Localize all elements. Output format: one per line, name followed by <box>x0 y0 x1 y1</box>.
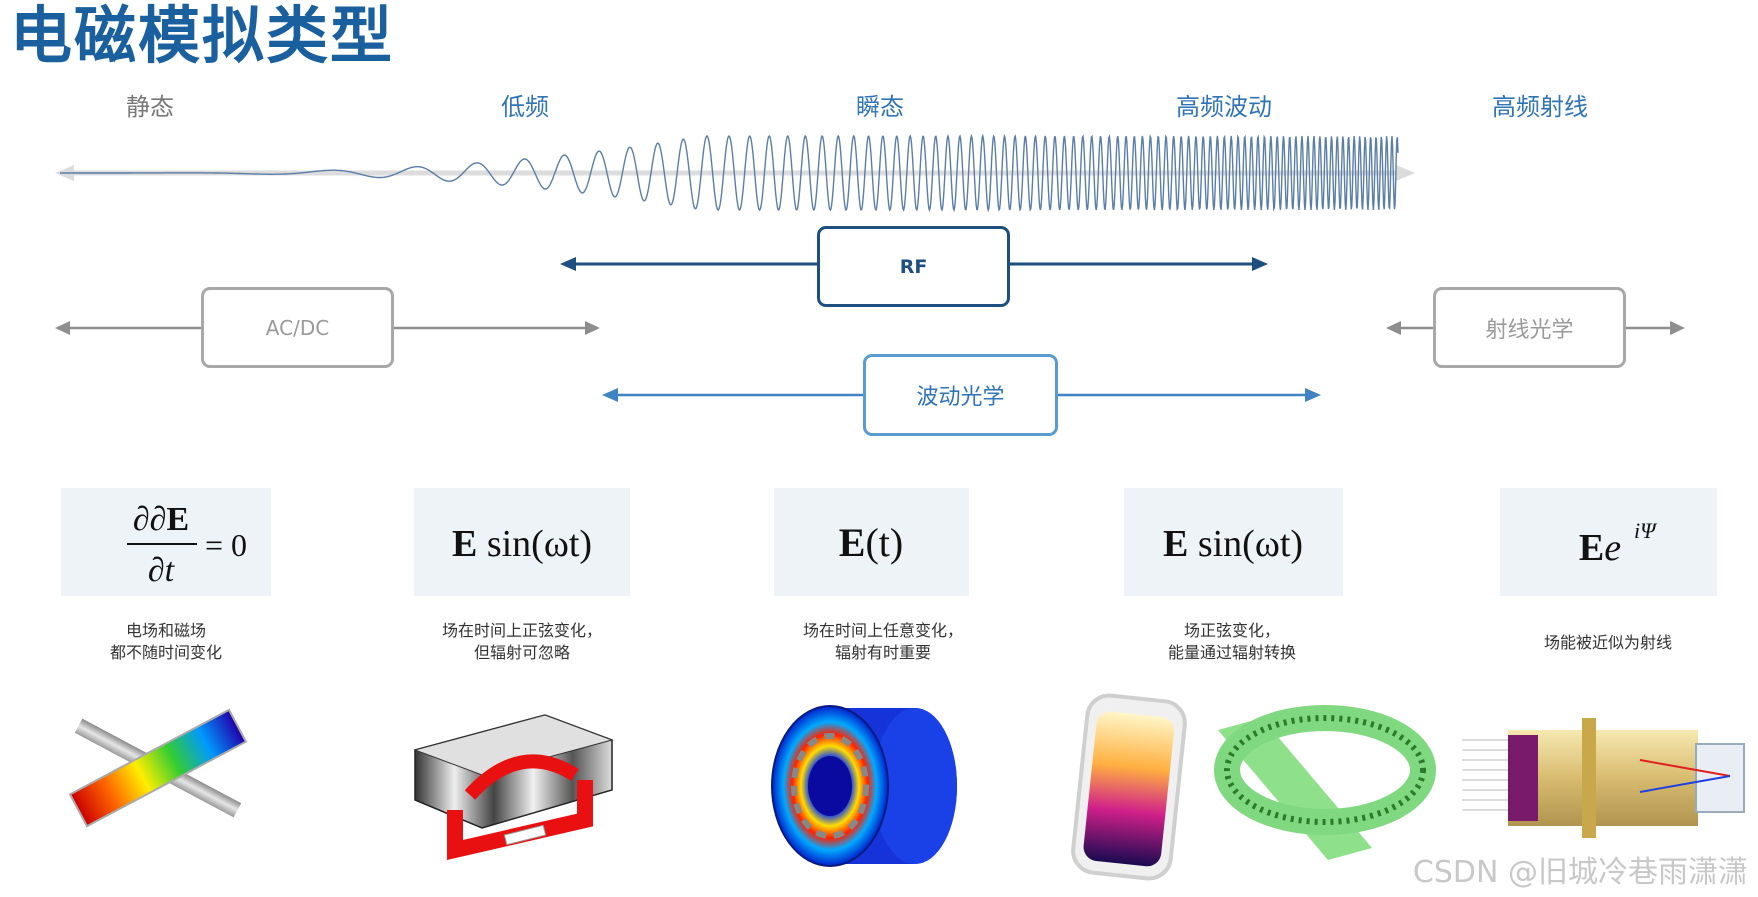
regime-label-high-frequency-wave: 高频波动 <box>1176 93 1272 121</box>
acdc-module-label: AC/DC <box>265 315 330 340</box>
acdc-arrow-right-icon <box>585 321 600 335</box>
spectrum-arrow-right-icon <box>1396 165 1415 181</box>
equation-static-numerator: ∂E <box>150 501 189 538</box>
inductor-illustration <box>413 714 614 861</box>
ray-optics-module-label: 射线光学 <box>1485 317 1574 343</box>
description-lf-line2: 但辐射可忽略 <box>473 643 571 662</box>
svg-text:Ee: Ee <box>1579 527 1621 569</box>
description-high-frequency-ray: 场能被近似为射线 <box>1544 632 1672 654</box>
rf-arrow-right-icon <box>1252 257 1268 271</box>
frequency-spectrum <box>55 133 1415 213</box>
wave-optics-module-label: 波动光学 <box>916 385 1005 410</box>
simulation-illustrations <box>68 693 1745 881</box>
equation-lf-bold: E <box>452 523 477 565</box>
description-low-frequency: 场在时间上正弦变化， 但辐射可忽略 <box>442 620 602 664</box>
equation-high-frequency-wave: E sin(ωt) <box>1124 488 1343 596</box>
equation-low-frequency: E sin(ωt) <box>414 488 630 596</box>
svg-text:E(t): E(t) <box>839 520 903 565</box>
equation-tr-rest: (t) <box>865 520 903 565</box>
description-hf-line1: 场正弦变化， <box>1183 621 1281 640</box>
regime-label-transient: 瞬态 <box>856 93 904 121</box>
phone-illustration <box>1071 693 1187 881</box>
chirp-wave <box>60 133 1399 213</box>
watermark: CSDN @旧城冷巷雨潇潇 <box>1412 855 1748 890</box>
description-hf-line2: 能量通过辐射转换 <box>1167 643 1297 662</box>
equation-ray-superscript: iΨ <box>1634 518 1658 543</box>
wave-optics-arrow-right-icon <box>1305 388 1321 402</box>
acdc-module-box[interactable]: AC/DC <box>201 287 394 368</box>
ray-optics-arrow-left-icon <box>1386 321 1401 335</box>
ray-optics-module-box[interactable]: 射线光学 <box>1433 287 1626 368</box>
description-tr-line1: 场在时间上任意变化， <box>802 621 964 640</box>
page-title: 电磁模拟类型 <box>10 0 395 72</box>
motor-illustration <box>771 705 957 867</box>
equation-tr-bold: E <box>839 520 866 565</box>
description-tr-line2: 辐射有时重要 <box>834 643 932 662</box>
rf-arrow-left-icon <box>560 257 576 271</box>
optical-system-illustration <box>1462 718 1745 838</box>
equation-ray-bold: E <box>1579 527 1604 569</box>
equation-static: ∂∂E ∂t = 0 <box>61 488 271 596</box>
regime-label-low-frequency: 低频 <box>501 93 549 121</box>
description-lf-line1: 场在时间上正弦变化， <box>441 621 603 640</box>
acdc-arrow-left-icon <box>55 321 70 335</box>
static-field-illustration <box>68 708 248 828</box>
svg-text:E sin(ωt): E sin(ωt) <box>1163 523 1303 565</box>
equation-transient: E(t) <box>774 488 969 596</box>
description-static-line1: 电场和磁场 <box>125 621 207 640</box>
equation-ray-base: e <box>1604 527 1621 569</box>
svg-text:∂∂E: ∂∂E <box>133 501 189 538</box>
rf-module-label: RF <box>899 255 928 278</box>
rf-module-box[interactable]: RF <box>817 226 1010 307</box>
equation-static-rhs: = 0 <box>205 527 247 563</box>
equation-high-frequency-ray: Ee iΨ <box>1500 488 1717 596</box>
description-transient: 场在时间上任意变化， 辐射有时重要 <box>803 620 963 664</box>
wave-optics-module-box[interactable]: 波动光学 <box>863 354 1058 436</box>
description-static-line2: 都不随时间变化 <box>109 643 223 662</box>
description-high-frequency-wave: 场正弦变化， 能量通过辐射转换 <box>1168 620 1296 664</box>
ring-resonator-illustration <box>1214 705 1436 860</box>
description-static: 电场和磁场 都不随时间变化 <box>110 620 222 664</box>
ray-optics-arrow-right-icon <box>1670 321 1685 335</box>
equation-hf-rest: sin(ωt) <box>1188 523 1303 565</box>
wave-optics-arrow-left-icon <box>602 388 618 402</box>
regime-label-static: 静态 <box>126 93 174 121</box>
svg-text:E sin(ωt): E sin(ωt) <box>452 523 592 565</box>
description-ray-line1: 场能被近似为射线 <box>1543 633 1673 652</box>
equation-static-denominator: ∂t <box>148 552 176 589</box>
regime-label-high-frequency-ray: 高频射线 <box>1492 93 1588 121</box>
equation-lf-rest: sin(ωt) <box>477 523 592 565</box>
equation-hf-bold: E <box>1163 523 1188 565</box>
